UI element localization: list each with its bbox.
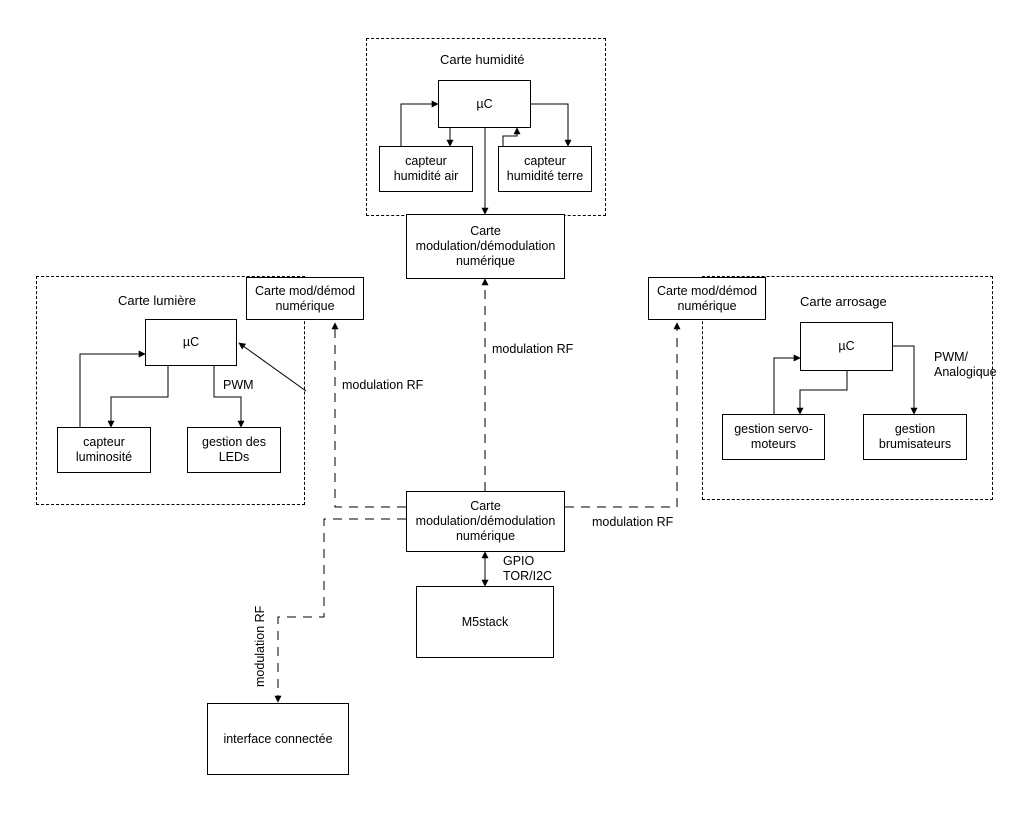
- misters-node[interactable]: gestion brumisateurs: [863, 414, 967, 460]
- modem-center-node[interactable]: Carte modulation/démodulation numérique: [406, 491, 565, 552]
- modem-light-node[interactable]: Carte mod/démod numérique: [246, 277, 364, 320]
- wire-uc-to-lightsensor: [107, 366, 169, 428]
- modem-water-node[interactable]: Carte mod/démod numérique: [648, 277, 766, 320]
- wire-uc-to-servo: [796, 371, 848, 415]
- wire-servo-to-uc: [773, 354, 801, 414]
- wire-uc-to-soil: [531, 103, 572, 147]
- pwm-light-label: PWM: [223, 378, 254, 392]
- wire-air-to-uc: [400, 100, 439, 146]
- rf-left-label: modulation RF: [342, 378, 424, 392]
- leds-node[interactable]: gestion des LEDs: [187, 427, 281, 473]
- rf-link-left: [331, 322, 406, 508]
- rf-top-label: modulation RF: [492, 342, 574, 356]
- wire-uc-to-misters: [893, 345, 918, 415]
- sensor-soil-node[interactable]: capteur humidité terre: [498, 146, 592, 192]
- wire-uc-to-leds: [213, 366, 245, 428]
- wire-soil-to-uc: [502, 127, 521, 146]
- gpio-label: GPIO TOR/I2C: [503, 554, 553, 583]
- group-light-title: Carte lumière: [118, 293, 197, 308]
- uc-light-node[interactable]: µC: [145, 319, 237, 366]
- rf-link-right: [565, 322, 681, 508]
- m5stack-node[interactable]: M5stack: [416, 586, 554, 658]
- uc-water-node[interactable]: µC: [800, 322, 893, 371]
- modem-top-node[interactable]: Carte modulation/démodulation numérique: [406, 214, 565, 279]
- uc-humidity-node[interactable]: µC: [438, 80, 531, 128]
- sensor-air-node[interactable]: capteur humidité air: [379, 146, 473, 192]
- group-watering: [702, 276, 993, 500]
- group-light: [36, 276, 305, 505]
- rf-right-label: modulation RF: [592, 515, 674, 529]
- pwm-water-label: PWM/ Analogique: [934, 350, 997, 379]
- servo-node[interactable]: gestion servo- moteurs: [722, 414, 825, 460]
- interface-node[interactable]: interface connectée: [207, 703, 349, 775]
- rf-interface-label: modulation RF: [253, 605, 267, 687]
- rf-link-interface: [274, 518, 406, 703]
- wire-modem-light-to-uc: [238, 342, 307, 392]
- group-humidity-title: Carte humidité: [440, 52, 525, 67]
- group-watering-title: Carte arrosage: [800, 294, 887, 309]
- wire-lightsensor-to-uc: [79, 350, 146, 427]
- sensor-light-node[interactable]: capteur luminosité: [57, 427, 151, 473]
